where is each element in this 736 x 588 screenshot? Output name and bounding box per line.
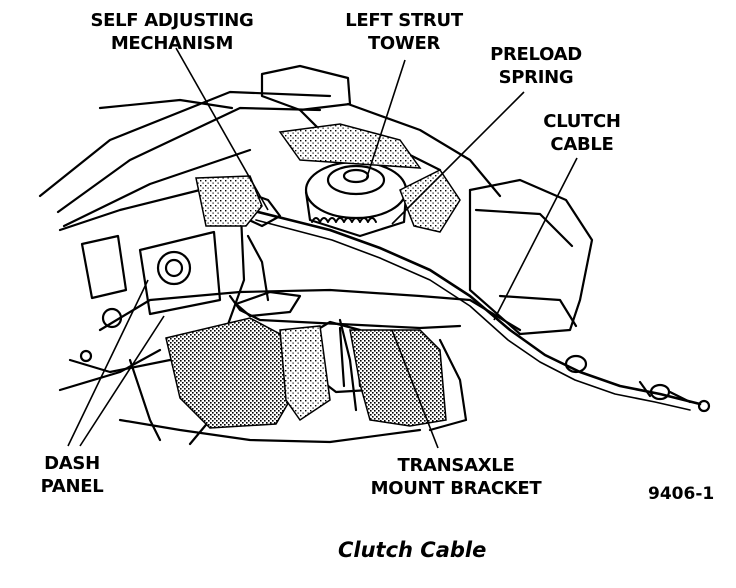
label-line: PRELOAD <box>490 44 582 65</box>
label-line: LEFT STRUT <box>345 10 463 31</box>
label-line: PANEL <box>40 476 104 497</box>
label-line: TOWER <box>367 33 441 54</box>
label-clutch-cable: CLUTCH CABLE <box>536 110 628 156</box>
label-line: SELF ADJUSTING <box>90 10 254 31</box>
label-line: MECHANISM <box>110 33 234 54</box>
label-line: DASH <box>44 453 100 474</box>
label-dash-panel: DASH PANEL <box>34 452 110 498</box>
figure-number: 9406-1 <box>648 484 715 504</box>
figure-caption: Clutch Cable <box>338 538 487 562</box>
label-line: CABLE <box>550 134 614 155</box>
label-left-strut-tower: LEFT STRUT TOWER <box>344 9 464 55</box>
label-preload-spring: PRELOAD SPRING <box>484 43 588 89</box>
label-line: CLUTCH <box>543 111 621 132</box>
label-line: SPRING <box>498 67 574 88</box>
label-line: TRANSAXLE <box>397 455 515 476</box>
label-transaxle-mount-bracket: TRANSAXLE MOUNT BRACKET <box>358 454 554 500</box>
label-line: MOUNT BRACKET <box>370 478 542 499</box>
label-self-adjusting-mechanism: SELF ADJUSTING MECHANISM <box>82 9 262 55</box>
